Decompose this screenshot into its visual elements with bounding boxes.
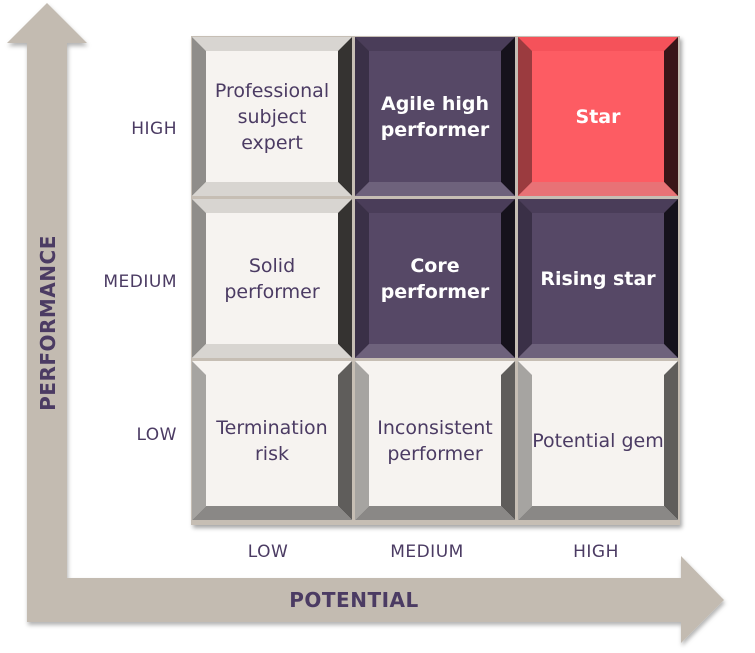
cell-rising-star: Rising star: [518, 199, 678, 358]
cell-label: Professional subject expert: [214, 79, 330, 154]
y-axis-title: PERFORMANCE: [36, 235, 60, 411]
x-tick-medium: MEDIUM: [390, 542, 464, 562]
y-tick-low: LOW: [136, 425, 177, 445]
cell-label: Rising star: [540, 267, 656, 290]
y-tick-medium: MEDIUM: [103, 272, 177, 292]
nine-box-grid: Professional subject expert Agile high pe…: [191, 36, 680, 525]
cell-label: Solid performer: [224, 254, 320, 303]
cell-label: Potential gem: [532, 429, 664, 452]
cell-solid-performer: Solid performer: [192, 199, 352, 358]
cell-agile-high-performer: Agile high performer: [355, 37, 515, 196]
cell-label: Inconsistent performer: [377, 416, 493, 465]
axes-l-arrow: [7, 3, 724, 643]
cell-bevel: [518, 199, 678, 358]
cell-bevel: [355, 37, 515, 196]
cell-bevel: [518, 361, 678, 520]
cell-bevel: [192, 37, 352, 196]
cell-potential-gem: Potential gem: [518, 361, 678, 520]
cell-termination-risk: Termination risk: [192, 361, 352, 520]
cell-professional-subject-expert: Professional subject expert: [192, 37, 352, 196]
cell-label: Agile high performer: [380, 92, 490, 141]
x-tick-low: LOW: [247, 542, 289, 562]
cell-core-performer: Core performer: [355, 199, 515, 358]
cell-bevel: [192, 199, 352, 358]
x-axis-title: POTENTIAL: [289, 588, 419, 612]
cell-bevel: [192, 361, 352, 520]
cell-label: Core performer: [380, 254, 490, 303]
y-tick-high: HIGH: [131, 119, 177, 139]
cell-star: Star: [518, 37, 678, 196]
cell-bevel: [355, 361, 515, 520]
cell-bevel: [518, 37, 678, 196]
x-tick-high: HIGH: [573, 542, 619, 562]
cell-inconsistent-performer: Inconsistent performer: [355, 361, 515, 520]
cell-label: Termination risk: [216, 416, 328, 465]
cell-bevel: [355, 199, 515, 358]
cell-label: Star: [575, 105, 621, 128]
